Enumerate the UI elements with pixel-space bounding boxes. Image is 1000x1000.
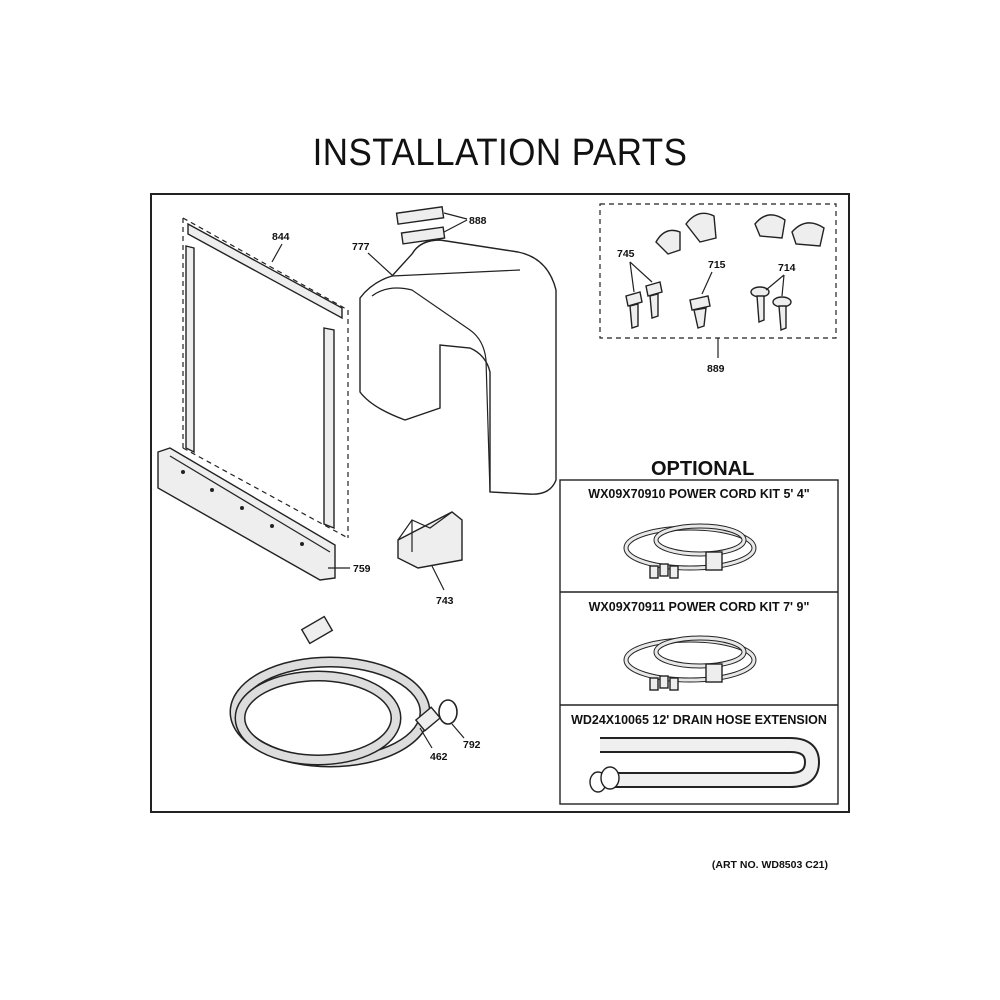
callout-745: 745 xyxy=(617,248,635,260)
optional-kit-2-label: WX09X70911 POWER CORD KIT 7' 9" xyxy=(589,600,810,614)
part-743-drain-bracket[interactable] xyxy=(397,511,463,569)
callout-462: 462 xyxy=(430,751,448,763)
art-number: (ART NO. WD8503 C21) xyxy=(711,859,828,871)
callout-792: 792 xyxy=(463,739,481,751)
optional-kit-3-label: WD24X10065 12' DRAIN HOSE EXTENSION xyxy=(571,713,827,727)
part-792-hose-clamp[interactable] xyxy=(438,699,458,725)
callout-743: 743 xyxy=(436,595,454,607)
part-889-hardware-plugs[interactable] xyxy=(655,212,825,255)
part-844-side-curtain[interactable] xyxy=(182,217,349,539)
callout-715: 715 xyxy=(708,259,726,271)
part-462-drain-hose[interactable] xyxy=(229,615,442,768)
optional-heading: OPTIONAL xyxy=(651,458,754,480)
optional-kit-1-label: WX09X70910 POWER CORD KIT 5' 4" xyxy=(588,487,810,501)
callout-844: 844 xyxy=(272,231,290,243)
drain-hose-extension-illustration xyxy=(589,737,821,793)
part-759-bottom-rail[interactable] xyxy=(157,447,336,581)
part-777-cover[interactable] xyxy=(359,239,557,495)
part-745-screws[interactable] xyxy=(625,281,663,329)
part-714-screws[interactable] xyxy=(750,286,792,332)
callout-777: 777 xyxy=(352,241,370,253)
power-cord-kit-2-illustration xyxy=(623,635,757,691)
part-715-screw[interactable] xyxy=(689,295,711,329)
callout-888: 888 xyxy=(469,215,487,227)
diagram-frame xyxy=(150,193,850,813)
callout-714: 714 xyxy=(778,262,796,274)
callout-889: 889 xyxy=(707,363,725,375)
callout-759: 759 xyxy=(353,563,371,575)
part-888-brackets[interactable] xyxy=(395,206,446,245)
power-cord-kit-1-illustration xyxy=(623,523,757,579)
page-title: INSTALLATION PARTS xyxy=(312,132,688,174)
